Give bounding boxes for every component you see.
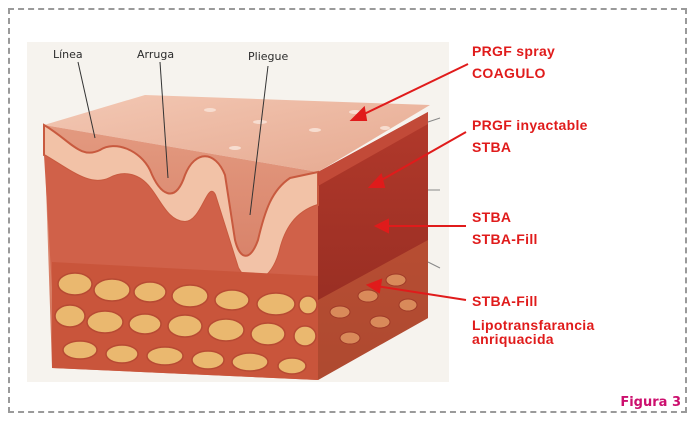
label-arruga: Arruga <box>137 48 174 61</box>
annotation-1-line1: PRGF spray <box>472 44 555 59</box>
annotation-1-line2: COAGULO <box>472 66 546 81</box>
label-pliegue: Pliegue <box>248 50 288 63</box>
annotation-4-line1: STBA-Fill <box>472 294 538 309</box>
annotation-2-line1: PRGF inyactable <box>472 118 588 133</box>
figure-label: Figura 3 <box>620 395 681 410</box>
annotation-2-line2: STBA <box>472 140 511 155</box>
annotation-3-line2: STBA-Fill <box>472 232 538 247</box>
guide-line-3 <box>428 262 440 268</box>
annotation-3-line1: STBA <box>472 210 511 225</box>
annotation-4-line3: anriquacida <box>472 332 554 347</box>
guide-line-1 <box>428 118 440 122</box>
label-linea: Línea <box>53 48 83 61</box>
